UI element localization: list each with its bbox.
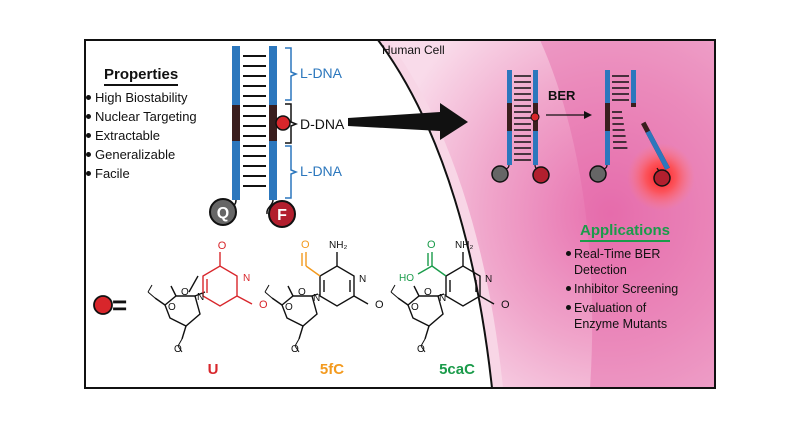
quencher-icon-cleaved <box>589 165 607 183</box>
svg-text:O: O <box>218 240 227 252</box>
quencher-icon-small <box>491 165 509 183</box>
svg-text:O: O <box>168 302 176 313</box>
dna-probe: Q F <box>209 46 299 228</box>
svg-text:N: N <box>359 274 366 285</box>
fluorophore-label: F <box>277 207 287 224</box>
property-item: Generalizable <box>86 147 175 163</box>
svg-text:NH₂: NH₂ <box>329 240 347 251</box>
right-strand-d-segment <box>269 105 277 141</box>
structure-5fc <box>264 252 369 353</box>
nucleotide-label-u: U <box>208 361 219 378</box>
application-item: Evaluation of <box>566 301 646 316</box>
property-item: Extractable <box>86 128 160 144</box>
fluorophore-linker <box>266 199 274 215</box>
svg-text:O: O <box>174 344 182 355</box>
lesion-legend-icon <box>93 295 113 315</box>
svg-text:N: N <box>243 273 250 284</box>
bracket-middle <box>285 103 299 144</box>
svg-text:O: O <box>424 287 432 298</box>
frame-border <box>84 39 716 389</box>
cell-label: Human Cell <box>382 43 445 57</box>
ber-arrow-head <box>584 111 592 119</box>
property-item: High Biostability <box>86 90 188 106</box>
svg-text:O: O <box>501 299 510 311</box>
property-item: Facile <box>86 166 130 182</box>
nucleotide-label-5cac: 5caC <box>439 361 475 378</box>
structure-u <box>147 252 253 353</box>
svg-text:O: O <box>181 287 189 298</box>
svg-text:N: N <box>485 274 492 285</box>
released-fluorophore-icon <box>653 169 671 187</box>
lesion-marker-small <box>530 112 540 122</box>
applications-title: Applications <box>580 222 671 242</box>
structure-5cac <box>390 252 495 353</box>
base-pair-rungs <box>243 55 266 187</box>
svg-text:O: O <box>411 302 419 313</box>
lesion-marker <box>275 115 291 131</box>
svg-text:O: O <box>375 299 384 311</box>
nucleus-region <box>540 40 715 388</box>
equals-sign: = <box>112 290 127 320</box>
fluorophore-icon-small <box>532 166 550 184</box>
left-strand-d-segment <box>232 105 240 141</box>
svg-text:N: N <box>197 292 204 303</box>
quencher-icon <box>209 198 237 226</box>
bracket-top <box>285 47 299 101</box>
cleaved-probe <box>589 70 671 187</box>
svg-text:O: O <box>417 344 425 355</box>
cell-cytoplasm <box>388 40 715 388</box>
human-cell <box>377 40 715 388</box>
label-l-dna-top: L-DNA <box>300 65 343 81</box>
nucleotide-label-5fc: 5fC <box>320 361 344 378</box>
svg-text:HO: HO <box>399 273 414 284</box>
bracket-bottom <box>285 145 299 199</box>
label-l-dna-bottom: L-DNA <box>300 163 343 179</box>
cell-membrane-line <box>377 40 493 388</box>
svg-text:O: O <box>301 239 310 251</box>
delivery-arrow <box>348 103 468 140</box>
application-item-cont: Enzyme Mutants <box>574 317 668 331</box>
properties-title: Properties <box>104 66 179 86</box>
svg-text:N: N <box>439 293 446 304</box>
intact-probe <box>491 70 550 184</box>
quencher-label: Q <box>217 205 229 222</box>
property-item: Nuclear Targeting <box>86 109 197 125</box>
fluorophore-icon <box>268 200 296 228</box>
svg-text:O: O <box>285 302 293 313</box>
application-item: Inhibitor Screening <box>566 282 678 297</box>
ber-label: BER <box>548 88 576 103</box>
svg-text:O: O <box>259 299 268 311</box>
svg-text:NH₂: NH₂ <box>455 240 473 251</box>
application-item-cont: Detection <box>574 263 627 277</box>
svg-text:N: N <box>313 293 320 304</box>
svg-text:O: O <box>427 239 436 251</box>
svg-text:O: O <box>291 344 299 355</box>
svg-text:O: O <box>298 287 306 298</box>
label-d-dna: D-DNA <box>300 116 345 132</box>
application-item: Real-Time BER <box>566 247 660 262</box>
